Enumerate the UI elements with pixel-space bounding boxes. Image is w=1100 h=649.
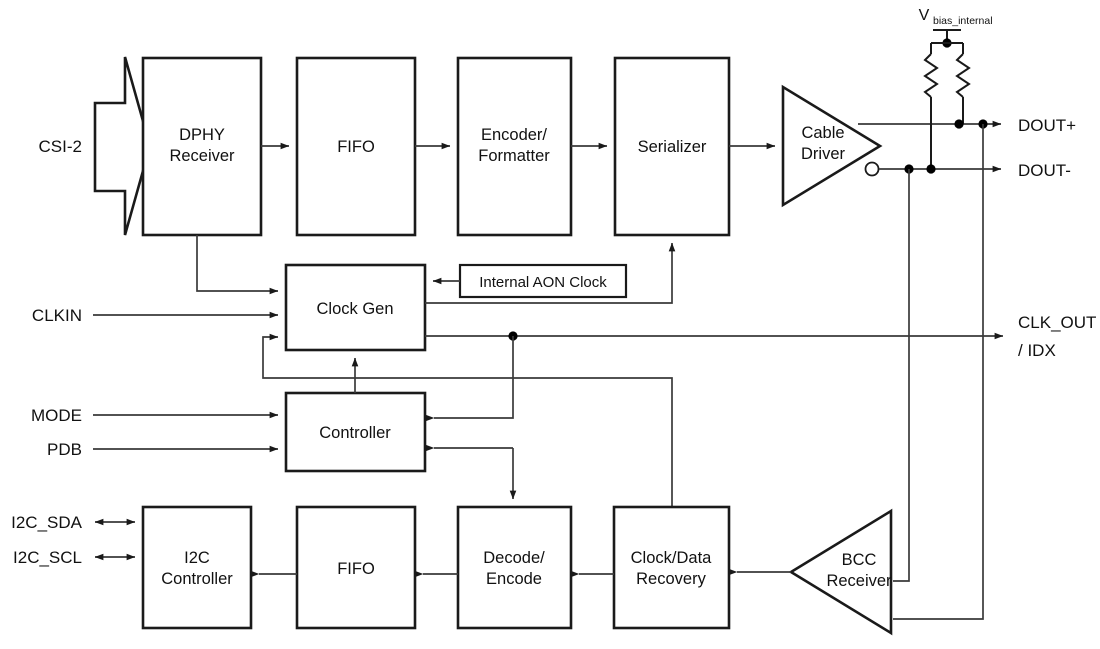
dout-minus-label: DOUT- <box>1018 161 1071 180</box>
block-label-line2: Encode <box>486 570 542 588</box>
resistor-left <box>923 43 939 169</box>
block-i2c-controller[interactable]: I2C Controller <box>141 505 253 630</box>
block-label-line1: Clock/Data <box>631 549 713 567</box>
junction-doutn-resistor <box>926 164 936 174</box>
block-clock-data-recovery[interactable]: Clock/Data Recovery <box>612 505 731 630</box>
resistor-right <box>955 43 971 124</box>
block-serializer[interactable]: Serializer <box>613 56 731 237</box>
block-label-line1: Controller <box>319 424 391 442</box>
block-label-line1: I2C <box>184 549 210 567</box>
wire-doutn-to-bcc <box>893 169 910 582</box>
pdb-label: PDB <box>47 440 82 459</box>
amp-bcc-receiver[interactable]: BCC Receiver <box>788 508 893 636</box>
block-fifo-bottom[interactable]: FIFO <box>295 505 417 630</box>
block-encoder-formatter[interactable]: Encoder/ Formatter <box>456 56 573 237</box>
wire-cdr-to-clockgen <box>262 333 673 507</box>
block-clock-gen[interactable]: Clock Gen <box>284 263 427 352</box>
vbias-label-subscript: bias_internal <box>933 15 993 27</box>
wire-clockgen-to-controller <box>425 336 514 422</box>
amp-cable-driver[interactable]: Cable Driver <box>781 84 883 208</box>
block-label-line1: FIFO <box>337 138 375 156</box>
i2c-scl-label: I2C_SCL <box>13 548 82 567</box>
block-label-line2: Receiver <box>169 147 235 165</box>
block-label-line1: Encoder/ <box>481 126 547 144</box>
mode-label: MODE <box>31 406 82 425</box>
clkin-label: CLKIN <box>32 306 82 325</box>
block-label-line1: Serializer <box>638 138 707 156</box>
block-label-line1: FIFO <box>337 560 375 578</box>
inverting-output-bubble <box>864 161 880 177</box>
block-internal-aon-clock[interactable]: Internal AON Clock <box>458 263 628 299</box>
amp-label-line1: BCC <box>842 551 877 569</box>
clkout-label-line1: CLK_OUT <box>1018 313 1096 332</box>
clkout-label-line2: / IDX <box>1018 341 1056 360</box>
csi2-bus-arrow <box>93 56 152 236</box>
vbias-label-main: V <box>919 7 930 24</box>
block-controller[interactable]: Controller <box>284 391 427 473</box>
block-label-line1: Internal AON Clock <box>479 274 607 291</box>
block-label-line2: Formatter <box>478 147 550 165</box>
wire-doutp-to-bcc <box>893 124 984 620</box>
amp-label-line2: Receiver <box>826 572 892 590</box>
block-label-line2: Recovery <box>636 570 706 588</box>
csi2-label: CSI-2 <box>39 137 82 156</box>
block-label-line1: Decode/ <box>483 549 545 567</box>
block-fifo-top[interactable]: FIFO <box>295 56 417 237</box>
block-label-line2: Controller <box>161 570 233 588</box>
wire-clockgen-to-serializer <box>425 242 676 304</box>
wire-dphy-to-clockgen <box>196 235 279 295</box>
block-label-line1: Clock Gen <box>316 300 393 318</box>
block-label-line1: DPHY <box>179 126 225 144</box>
amp-label-line2: Driver <box>801 145 846 163</box>
junction-doutp-resistor <box>954 119 964 129</box>
i2c-sda-label: I2C_SDA <box>11 513 83 532</box>
block-decode-encode[interactable]: Decode/ Encode <box>456 505 573 630</box>
amp-label-line1: Cable <box>801 124 844 142</box>
block-dphy-receiver[interactable]: DPHY Receiver <box>141 56 263 237</box>
dout-plus-label: DOUT+ <box>1018 116 1076 135</box>
